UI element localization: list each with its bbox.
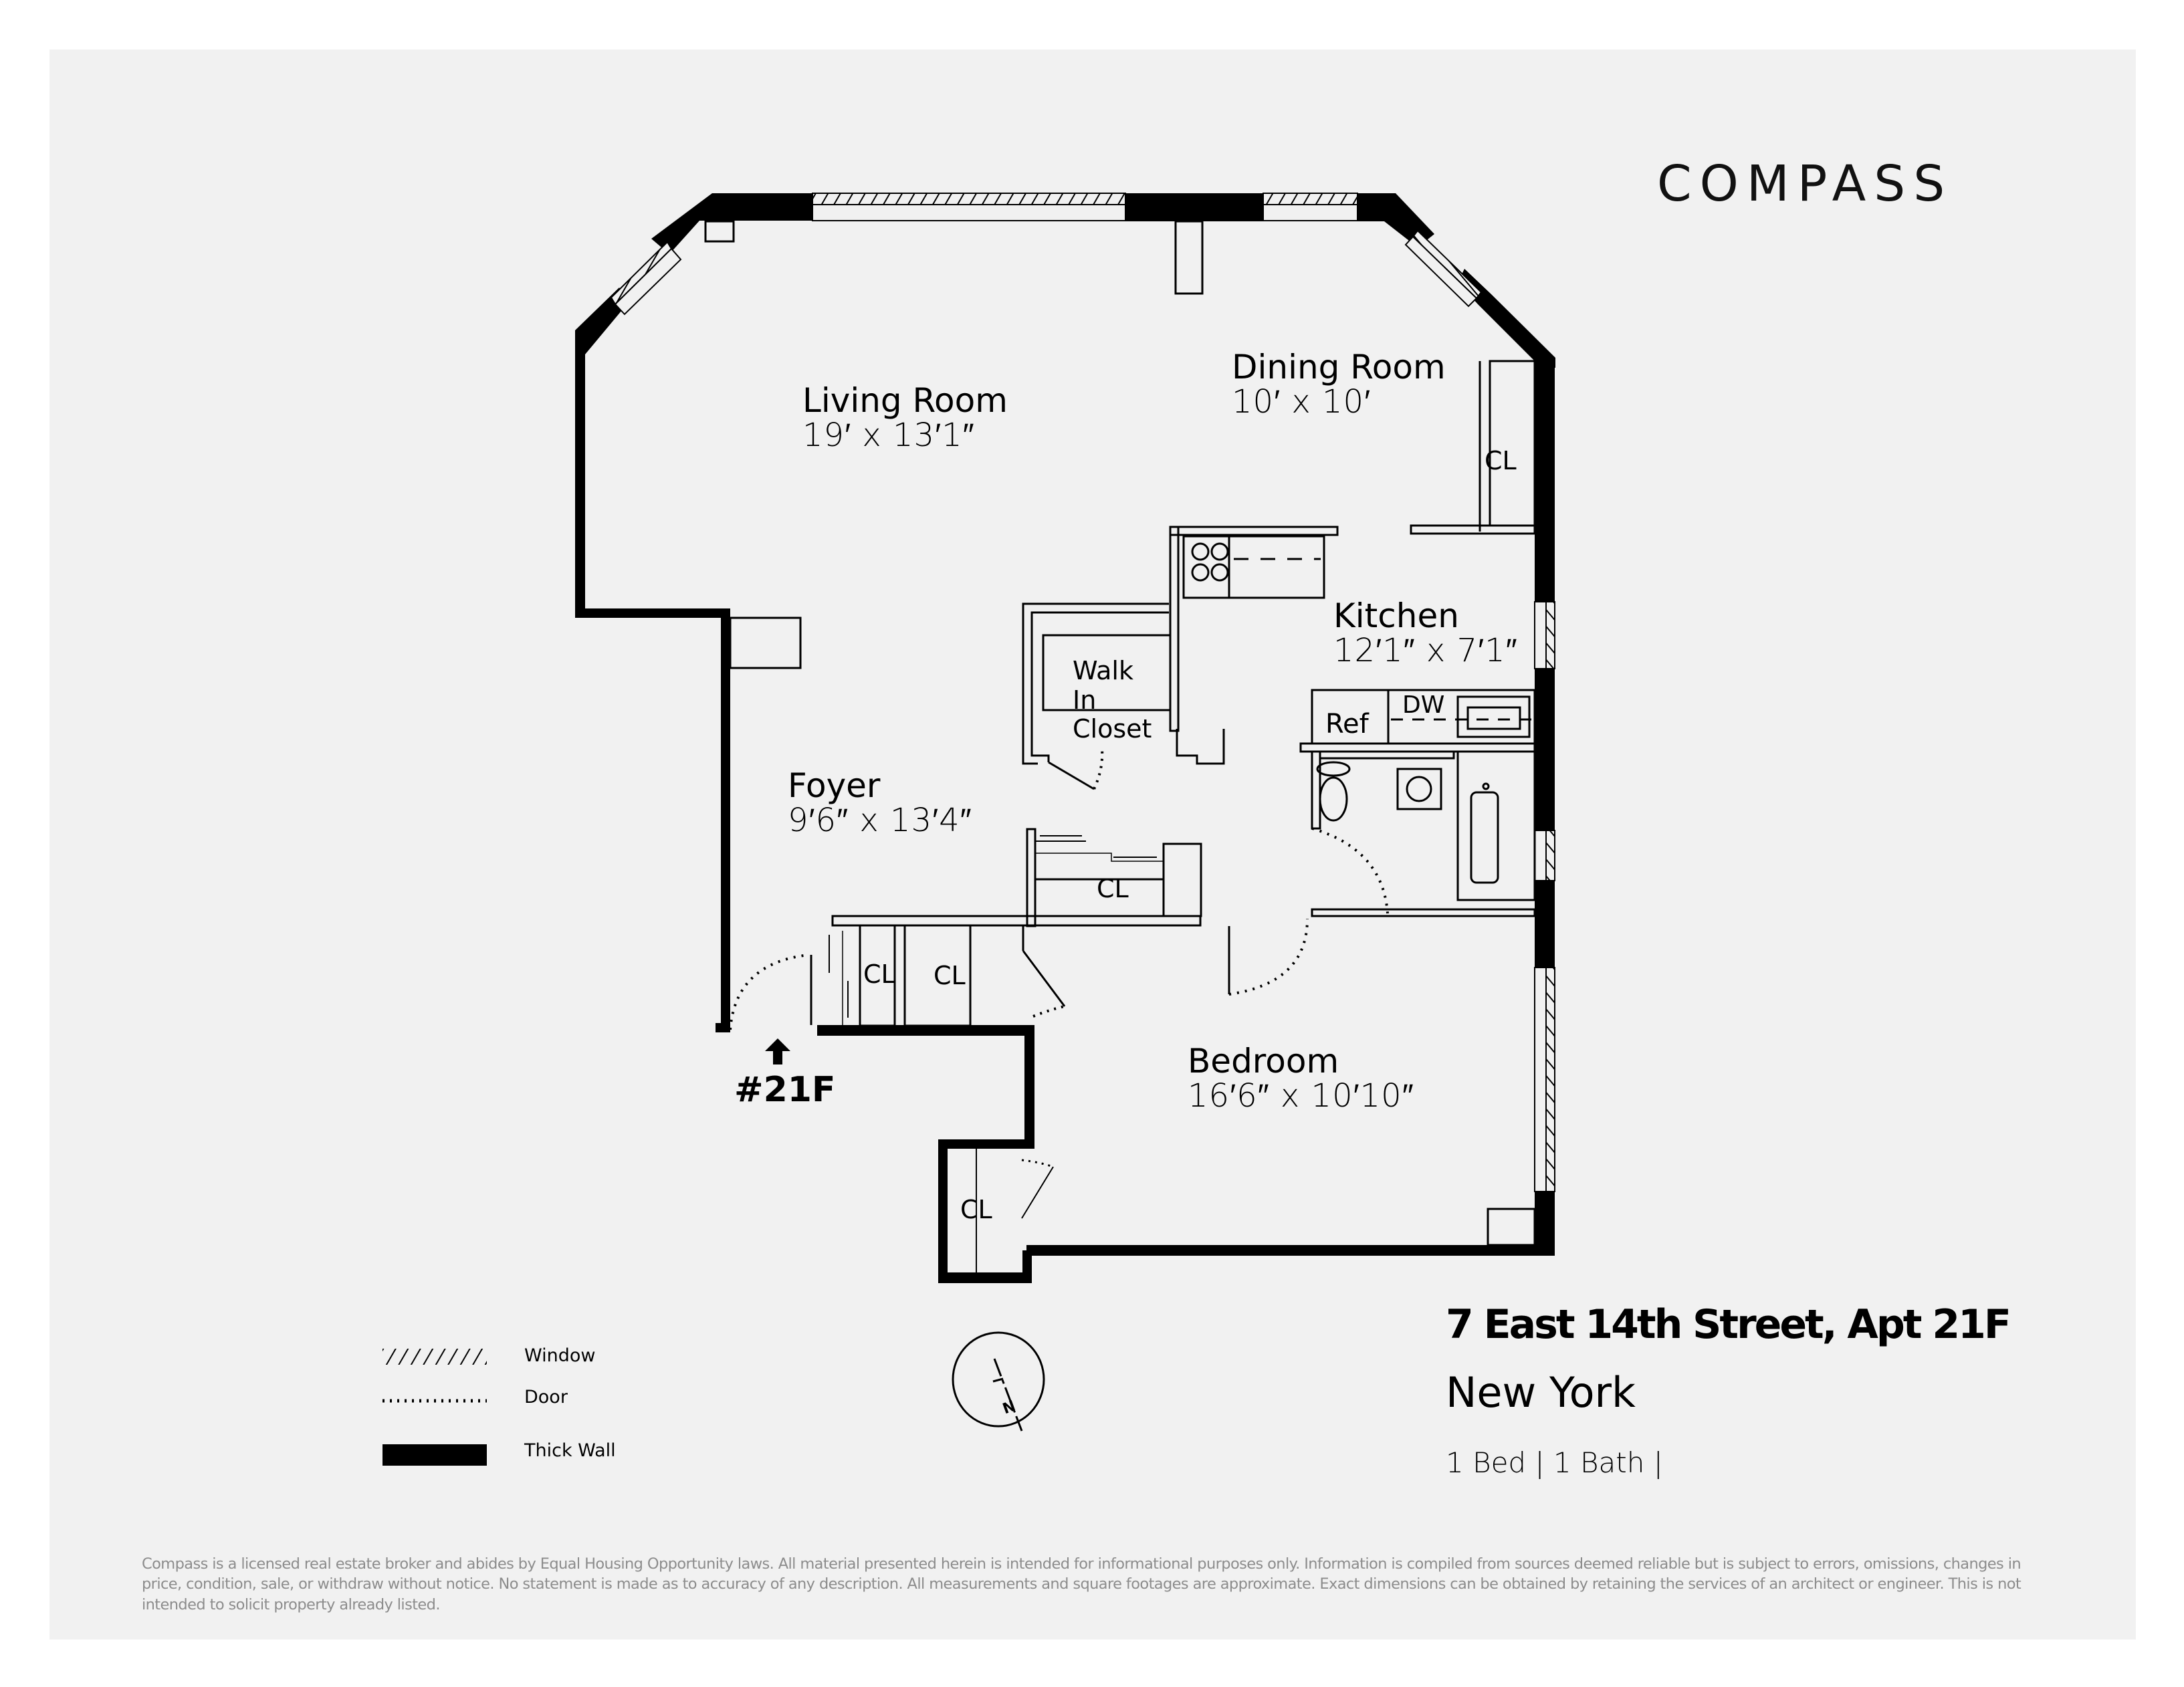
- room-name: Living Room: [802, 381, 1008, 420]
- room-dimensions: 19′ x 13′1″: [802, 417, 975, 454]
- compass-logo: COMPASS: [1657, 155, 1953, 213]
- compass-rose-icon: [952, 1331, 1045, 1432]
- legend-label: Thick Wall: [524, 1440, 616, 1461]
- room-name: Foyer: [788, 766, 881, 805]
- room-name: Dining Room: [1232, 348, 1446, 386]
- room-dining-room: Dining Room 10′ x 10′: [1232, 349, 1446, 420]
- closet-entry-2-label: CL: [934, 961, 966, 990]
- closet-bedroom-label: CL: [960, 1195, 992, 1224]
- closet-entry-1-label: CL: [863, 960, 895, 989]
- room-living-room: Living Room 19′ x 13′1″: [802, 382, 1008, 453]
- room-bedroom: Bedroom 16′6″ x 10′10″: [1188, 1043, 1414, 1114]
- unit-entry-label: #21F: [734, 1070, 836, 1110]
- room-dimensions: 16′6″ x 10′10″: [1188, 1077, 1414, 1115]
- dishwasher-label: DW: [1402, 691, 1445, 719]
- floorplan-sheet: [49, 49, 2136, 1640]
- windows: [610, 193, 1555, 1192]
- legal-disclaimer: Compass is a licensed real estate broker…: [142, 1555, 2022, 1613]
- legend-label: Door: [524, 1387, 568, 1408]
- room-name: Kitchen: [1333, 596, 1459, 635]
- listing-city: New York: [1446, 1368, 1636, 1417]
- window-legend-swatch: [383, 1349, 487, 1365]
- room-kitchen: Kitchen 12′1″ x 7′1″: [1333, 598, 1518, 669]
- walk-in-closet-label: Walk In Closet: [1073, 656, 1152, 744]
- listing-info: 7 East 14th Street, Apt 21F New York 1 B…: [1446, 1301, 2011, 1479]
- room-name: Bedroom: [1188, 1042, 1339, 1081]
- interior-walls: [704, 220, 1536, 1272]
- label-line: Closet: [1073, 714, 1152, 744]
- refrigerator-label: Ref: [1325, 709, 1369, 740]
- listing-summary: 1 Bed | 1 Bath |: [1446, 1446, 1663, 1479]
- label-line: In: [1073, 685, 1097, 715]
- label-line: Walk: [1073, 656, 1133, 685]
- room-foyer: Foyer 9′6″ x 13′4″: [788, 768, 972, 838]
- entry-arrow-icon: [765, 1038, 790, 1064]
- room-dimensions: 12′1″ x 7′1″: [1333, 632, 1518, 669]
- closet-dining-label: CL: [1485, 446, 1517, 475]
- thick-wall-legend-swatch: [383, 1444, 487, 1466]
- listing-address: 7 East 14th Street, Apt 21F: [1446, 1301, 2011, 1348]
- room-dimensions: 9′6″ x 13′4″: [788, 802, 972, 839]
- room-dimensions: 10′ x 10′: [1232, 383, 1372, 421]
- closet-foyer-label: CL: [1097, 874, 1129, 903]
- legend-label: Window: [524, 1345, 596, 1366]
